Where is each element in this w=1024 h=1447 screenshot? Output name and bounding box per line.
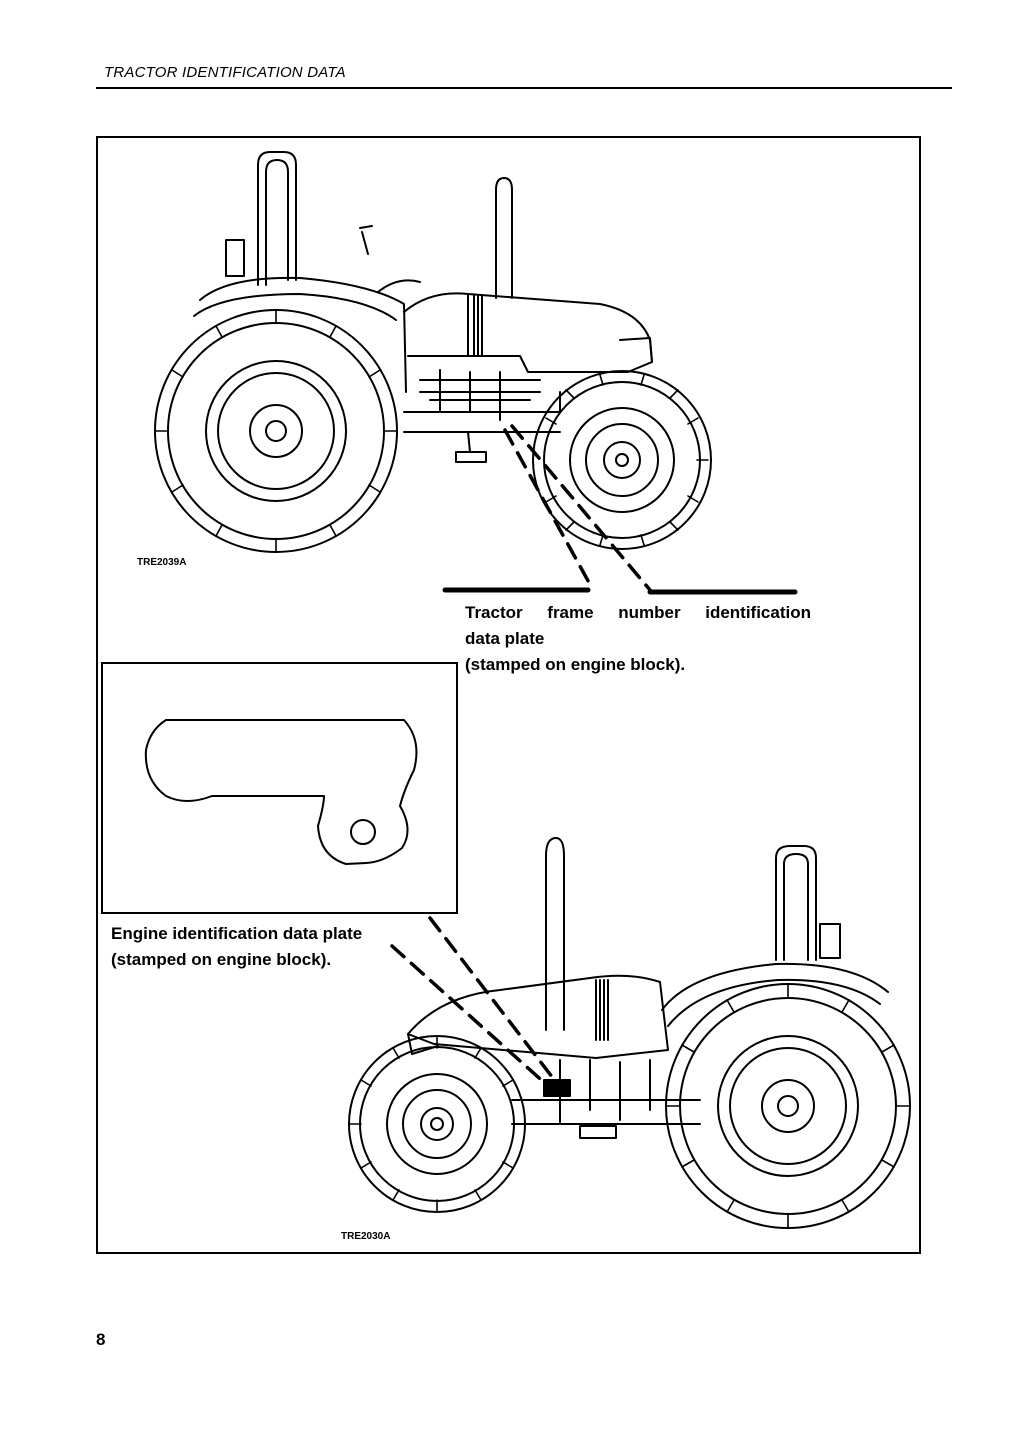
engine-plate-inset bbox=[101, 662, 458, 914]
tractor-side-view-top bbox=[154, 151, 712, 553]
frame-number-callout: Tractor frame number identification data… bbox=[465, 600, 811, 678]
callout-line: (stamped on engine block). bbox=[465, 655, 686, 674]
callout-word: identification bbox=[705, 603, 811, 622]
figure-code-top: TRE2039A bbox=[137, 557, 187, 568]
callout-line: data plate bbox=[465, 629, 545, 648]
callout-word: Tractor bbox=[465, 603, 523, 622]
header-rule bbox=[96, 87, 952, 89]
section-title: TRACTOR IDENTIFICATION DATA bbox=[104, 64, 346, 81]
figure-frame bbox=[96, 136, 921, 1254]
callout-line: Engine identification data plate bbox=[111, 924, 363, 943]
callout-word: number bbox=[618, 603, 681, 622]
engine-number-callout: Engine identification data plate (stampe… bbox=[111, 921, 411, 973]
callout-line: (stamped on engine block). bbox=[111, 950, 332, 969]
callout-word: frame bbox=[547, 603, 594, 622]
page-number: 8 bbox=[96, 1330, 106, 1349]
figure-code-bottom: TRE2030A bbox=[341, 1231, 391, 1242]
